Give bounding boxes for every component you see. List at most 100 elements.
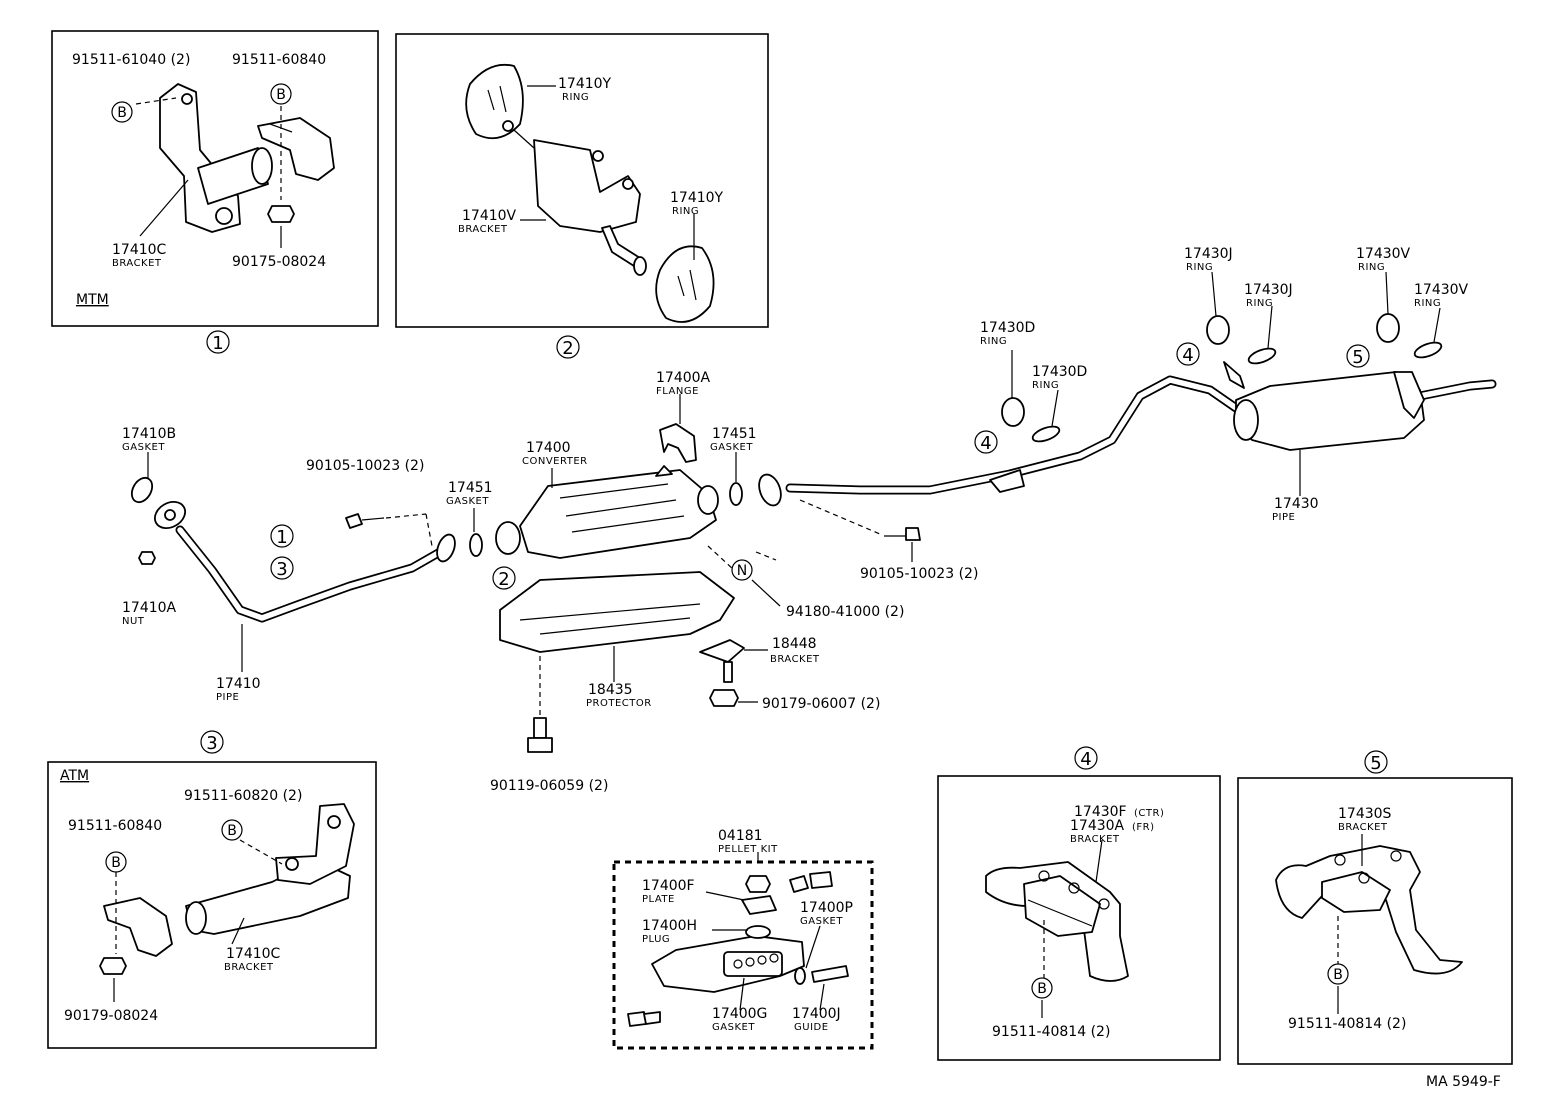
label-17410: 17410	[216, 676, 261, 692]
callout-circle-2: 2	[492, 566, 516, 590]
sublabel-bracket: BRACKET	[224, 962, 274, 973]
label-17410v: 17410V	[462, 208, 517, 224]
label-90119-06059: 90119-06059 (2)	[490, 778, 608, 794]
sublabel-ring: RING	[1246, 298, 1273, 309]
sublabel-flange: FLANGE	[656, 386, 699, 397]
svg-text:4: 4	[980, 433, 991, 454]
svg-text:4: 4	[1182, 345, 1193, 366]
sublabel-bracket: BRACKET	[112, 258, 162, 269]
label-90105-10023: 90105-10023 (2)	[306, 458, 424, 474]
converter-17400	[495, 394, 743, 559]
svg-text:4: 4	[1080, 749, 1091, 770]
svg-text:1: 1	[212, 333, 223, 354]
callout-circle-4: 4	[1074, 746, 1098, 770]
sublabel-ctr: (CTR)	[1134, 808, 1164, 819]
tail-pipe-17430	[758, 271, 1497, 562]
label-91511-60840: 91511-60840	[68, 818, 162, 834]
label-90179-06007: 90179-06007 (2)	[762, 696, 880, 712]
label-17410a: 17410A	[122, 600, 177, 616]
label-17410y: 17410Y	[558, 76, 612, 92]
sublabel-plate: PLATE	[642, 894, 675, 905]
sublabel-converter: CONVERTER	[522, 456, 588, 467]
label-90175-08024: 90175-08024	[232, 254, 326, 270]
label-17400j: 17400J	[792, 1006, 841, 1022]
label-17430v: 17430V	[1414, 282, 1469, 298]
sublabel-ring: RING	[1186, 262, 1213, 273]
callout-circle-3: 3	[200, 730, 224, 754]
label-91511-60820: 91511-60820 (2)	[184, 788, 302, 804]
svg-text:B: B	[111, 855, 121, 871]
label-90105-10023: 90105-10023 (2)	[860, 566, 978, 582]
sublabel-protector: PROTECTOR	[586, 698, 652, 709]
label-91511-60840: 91511-60840	[232, 52, 326, 68]
marker-b: B	[221, 819, 243, 841]
inset-box-4: 17430F (CTR) 17430A (FR) BRACKET B 91511…	[937, 775, 1221, 1061]
label-17430s: 17430S	[1338, 806, 1392, 822]
svg-text:2: 2	[562, 338, 573, 359]
sublabel-ring: RING	[562, 92, 589, 103]
callout-circle-1: 1	[270, 524, 294, 548]
marker-b: B	[111, 101, 133, 123]
sublabel-bracket: BRACKET	[458, 224, 508, 235]
label-17430j: 17430J	[1244, 282, 1293, 298]
callout-circle-4: 4	[1176, 342, 1200, 366]
sublabel-plug: PLUG	[642, 934, 670, 945]
sublabel-gasket: GASKET	[446, 496, 489, 507]
label-17430d: 17430D	[1032, 364, 1087, 380]
sublabel-bracket: BRACKET	[770, 654, 820, 665]
svg-text:5: 5	[1370, 753, 1381, 774]
sublabel-guide: GUIDE	[794, 1022, 829, 1033]
label-17451: 17451	[712, 426, 757, 442]
sublabel-pellet-kit: PELLET KIT	[718, 844, 778, 855]
label-17430j: 17430J	[1184, 246, 1233, 262]
label-90179-08024: 90179-08024	[64, 1008, 158, 1024]
sublabel-ring: RING	[980, 336, 1007, 347]
svg-text:3: 3	[206, 733, 217, 754]
sublabel-ring: RING	[1032, 380, 1059, 391]
label-91511-40814: 91511-40814 (2)	[1288, 1016, 1406, 1032]
protector-18435	[499, 545, 781, 753]
sublabel-fr: (FR)	[1132, 822, 1155, 833]
label-17400f: 17400F	[642, 878, 695, 894]
label-17410c: 17410C	[112, 242, 167, 258]
svg-text:B: B	[227, 823, 237, 839]
inset-box-1: 91511-61040 (2) 91511-60840 B B 17410C B…	[51, 30, 379, 327]
svg-text:5: 5	[1352, 347, 1363, 368]
svg-text:B: B	[1333, 967, 1343, 983]
label-18435: 18435	[588, 682, 633, 698]
label-17430d: 17430D	[980, 320, 1035, 336]
label-91511-40814: 91511-40814 (2)	[992, 1024, 1110, 1040]
label-17451: 17451	[448, 480, 493, 496]
inset-box-2: 17410Y RING 17410V BRACKET 17410Y RING	[395, 33, 769, 328]
label-17400: 17400	[526, 440, 571, 456]
callout-circle-5: 5	[1346, 344, 1370, 368]
sublabel-gasket: GASKET	[710, 442, 753, 453]
label-17430: 17430	[1274, 496, 1319, 512]
sublabel-pipe: PIPE	[216, 692, 239, 703]
label-mtm: MTM	[76, 292, 109, 308]
label-94180-41000: 94180-41000 (2)	[786, 604, 904, 620]
front-pipe-17410	[130, 452, 483, 672]
inset-box-3: ATM 91511-60820 (2) 91511-60840 B B 1741…	[47, 761, 377, 1049]
label-atm: ATM	[60, 768, 89, 784]
marker-b: B	[1327, 963, 1349, 985]
marker-n: N	[731, 559, 753, 581]
callout-circle-1: 1	[206, 330, 230, 354]
callout-circle-3: 3	[270, 556, 294, 580]
label-17400a: 17400A	[656, 370, 711, 386]
callout-circle-2: 2	[556, 335, 580, 359]
label-17430v: 17430V	[1356, 246, 1411, 262]
sublabel-bracket: BRACKET	[1338, 822, 1388, 833]
marker-b: B	[105, 851, 127, 873]
label-17400h: 17400H	[642, 918, 697, 934]
sublabel-bracket: BRACKET	[1070, 834, 1120, 845]
svg-text:B: B	[1037, 981, 1047, 997]
label-17400p: 17400P	[800, 900, 853, 916]
marker-b: B	[1031, 977, 1053, 999]
sublabel-gasket: GASKET	[800, 916, 843, 927]
label-91511-61040: 91511-61040 (2)	[72, 52, 190, 68]
sublabel-ring: RING	[672, 206, 699, 217]
label-17410c: 17410C	[226, 946, 281, 962]
callout-circle-5: 5	[1364, 750, 1388, 774]
